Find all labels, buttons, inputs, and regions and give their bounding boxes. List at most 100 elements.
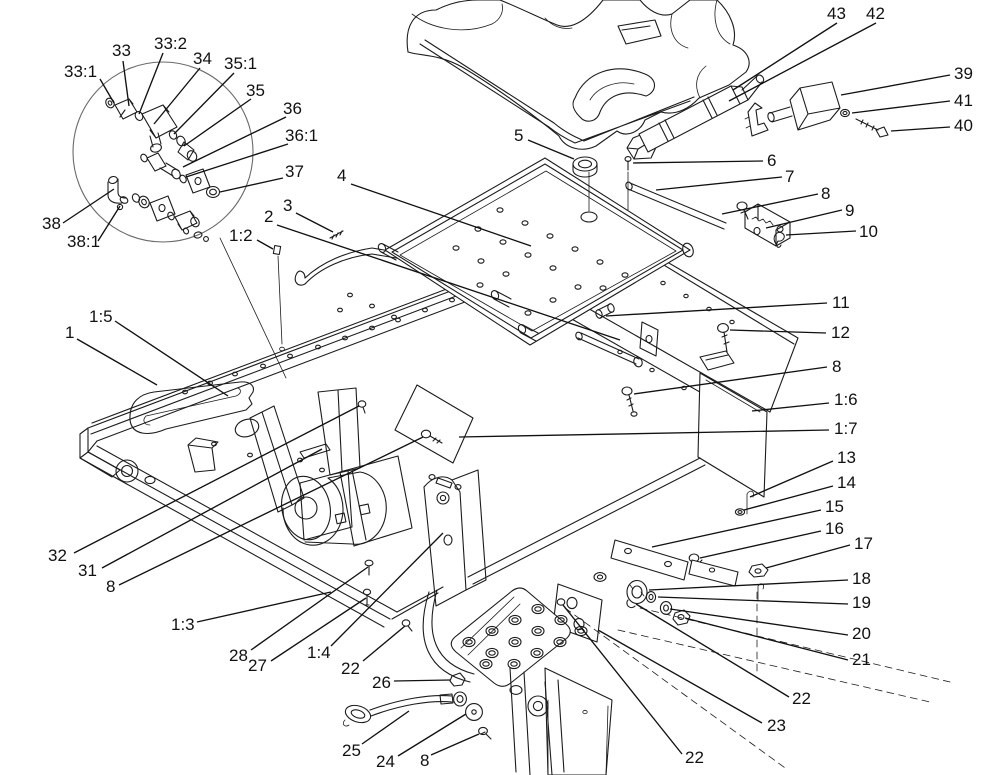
callout-label: 16 (825, 519, 844, 538)
callout-label: 22 (685, 748, 704, 767)
leader-line (632, 160, 764, 164)
callout-label: 5 (514, 126, 523, 145)
callout-label: 14 (837, 473, 856, 492)
callout-label: 7 (785, 167, 794, 186)
seat-plate (377, 156, 791, 346)
leader-line (138, 52, 164, 115)
leader-line (597, 629, 763, 724)
callout-6: 6 (632, 151, 776, 170)
leader-line (153, 67, 201, 125)
callout-label: 9 (845, 201, 854, 220)
callout-22-bottom: 22 (562, 604, 704, 767)
leader-line (122, 60, 130, 107)
callout-label: 26 (372, 673, 391, 692)
leader-line (330, 532, 444, 647)
leader-line (73, 405, 360, 554)
main-frame (79, 224, 799, 683)
callout-label: 1:3 (171, 615, 195, 634)
leader-line (751, 402, 830, 412)
callout-33-1: 33:1 (64, 62, 115, 104)
callout-label: 27 (248, 656, 267, 675)
leader-line (669, 608, 849, 636)
caster-fork (509, 667, 613, 775)
callout-label: 24 (376, 752, 395, 771)
callout-label: 19 (852, 593, 871, 612)
leader-line (890, 126, 951, 132)
leader-line (361, 710, 410, 745)
leader-line (749, 460, 834, 498)
callout-31: 31 (78, 448, 323, 580)
leader-line (76, 338, 158, 386)
callout-label: 31 (78, 561, 97, 580)
callout-label: 35:1 (224, 54, 257, 73)
callout-24: 24 (376, 713, 467, 771)
callout-33: 33 (112, 41, 131, 107)
callout-label: 11 (832, 293, 850, 312)
leader-line (62, 188, 115, 224)
callout-9: 9 (765, 201, 854, 229)
callout-label: 8 (420, 751, 429, 770)
callout-37: 37 (219, 162, 304, 193)
callout-label: 23 (767, 716, 786, 735)
callout-label: 33:1 (64, 62, 97, 81)
callout-label: 1:6 (834, 390, 858, 409)
leader-line (648, 579, 849, 591)
callout-label: 12 (831, 323, 850, 342)
leader-line (97, 205, 121, 242)
callout-1-3: 1:3 (171, 591, 332, 634)
callout-label: 15 (825, 497, 844, 516)
callout-label: 10 (859, 222, 878, 241)
callout-label: 1:2 (229, 226, 253, 245)
callout-42: 42 (728, 4, 885, 102)
diagram-artwork (72, 0, 951, 775)
callout-7: 7 (655, 167, 794, 191)
leader-line (562, 604, 683, 755)
hidden-lines (564, 591, 951, 771)
leader-line (350, 183, 532, 247)
callout-14: 14 (743, 473, 856, 511)
callout-10: 10 (785, 222, 878, 241)
leader-line (729, 329, 827, 334)
callout-label: 4 (337, 166, 346, 185)
callout-label: 34 (193, 49, 212, 68)
callout-3: 3 (283, 196, 334, 233)
callout-5: 5 (514, 126, 575, 160)
leader-line (635, 603, 790, 698)
callout-label: 8 (821, 184, 830, 203)
callout-28: 28 (229, 566, 369, 665)
footrest-holes (462, 603, 588, 670)
callout-34: 34 (153, 49, 212, 125)
gas-spring (626, 74, 765, 160)
callout-11: 11 (605, 293, 850, 317)
callout-1-2: 1:2 (229, 226, 274, 250)
callout-label: 1:5 (89, 307, 113, 326)
leader-line (101, 448, 323, 569)
callout-33-2: 33:2 (138, 34, 187, 115)
callout-40: 40 (890, 116, 973, 135)
leader-line (732, 22, 838, 91)
leader-line (605, 302, 828, 317)
leader-line (765, 544, 851, 569)
callout-label: 25 (342, 741, 361, 760)
callout-2: 2 (264, 207, 621, 341)
leader-line (721, 193, 819, 215)
leader-line (397, 713, 467, 757)
leader-line (699, 530, 822, 559)
callout-8-left: 8 (106, 436, 424, 596)
callout-1: 1 (65, 323, 158, 386)
callout-label: 33:2 (154, 34, 187, 53)
callout-label: 41 (954, 91, 973, 110)
callout-8-right: 8 (633, 357, 841, 395)
leader-line (765, 209, 843, 229)
callout-21: 21 (684, 617, 871, 669)
callout-35: 35 (183, 81, 265, 147)
callout-label: 28 (229, 646, 248, 665)
callout-label: 6 (767, 151, 776, 170)
callout-13: 13 (749, 448, 856, 498)
leader-line (840, 74, 951, 96)
leader-line (785, 230, 857, 236)
callout-26: 26 (372, 673, 451, 692)
callout-label: 2 (264, 207, 273, 226)
